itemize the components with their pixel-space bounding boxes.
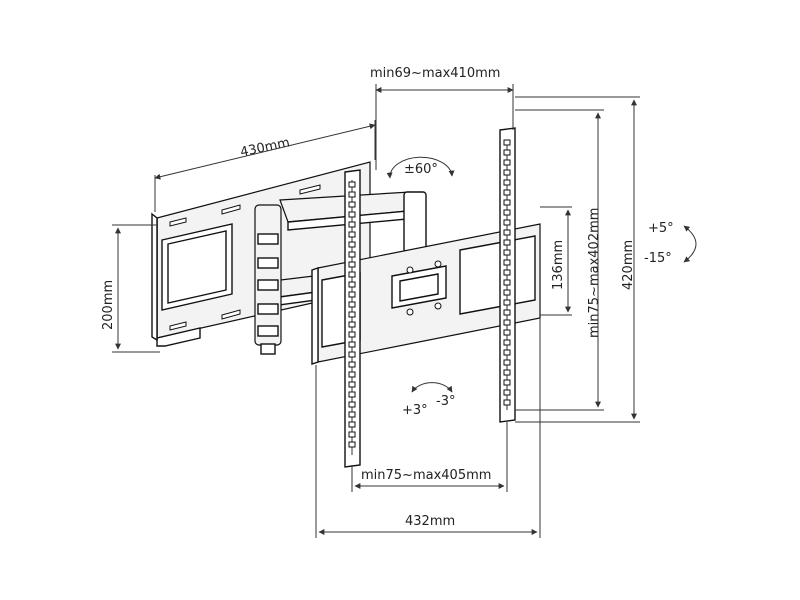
slot-height-label: 136mm bbox=[551, 240, 566, 290]
dimension-overall-height: 420mm bbox=[515, 96, 640, 423]
rail-hole bbox=[503, 399, 511, 406]
rail-hole bbox=[348, 301, 356, 308]
rotation-indicator: ±60° bbox=[386, 156, 455, 179]
rail-hole bbox=[348, 421, 356, 428]
top-span-label: min69~max410mm bbox=[370, 66, 500, 81]
dimension-wall-height: 200mm bbox=[101, 224, 160, 353]
vesa-vertical-label: min75~max402mm bbox=[587, 208, 602, 338]
rail-hole bbox=[503, 339, 511, 346]
rail-hole bbox=[503, 149, 511, 156]
rail-hole bbox=[503, 369, 511, 376]
dimension-top-span: min69~max410mm bbox=[370, 66, 514, 170]
rail-hole bbox=[503, 169, 511, 176]
rail-hole bbox=[503, 239, 511, 246]
wall-plate-height-label: 200mm bbox=[101, 280, 116, 330]
level-plus-label: +3° bbox=[402, 403, 428, 418]
level-arrow-icon bbox=[411, 382, 453, 393]
rail-hole bbox=[348, 271, 356, 278]
rail-hole bbox=[348, 251, 356, 258]
level-minus-label: -3° bbox=[436, 394, 455, 409]
rail-hole bbox=[503, 389, 511, 396]
rail-hole bbox=[348, 441, 356, 448]
rail-hole bbox=[503, 329, 511, 336]
rail-hole bbox=[348, 221, 356, 228]
rail-hole bbox=[503, 279, 511, 286]
tilt-arrow-icon bbox=[683, 225, 697, 263]
rail-hole bbox=[348, 191, 356, 198]
rail-hole bbox=[503, 159, 511, 166]
rail-hole bbox=[348, 261, 356, 268]
rail-hole bbox=[348, 181, 356, 188]
rail-hole bbox=[348, 241, 356, 248]
rail-hole bbox=[348, 381, 356, 388]
rail-hole bbox=[348, 361, 356, 368]
rotation-arrow-icon bbox=[386, 156, 455, 179]
rail-hole bbox=[503, 209, 511, 216]
level-indicator: +3° -3° bbox=[402, 382, 455, 418]
right-rail-holes bbox=[503, 139, 511, 406]
dimension-slot-height: 136mm bbox=[540, 206, 572, 316]
vesa-horizontal-label: min75~max405mm bbox=[361, 468, 491, 483]
wall-plate-width-label: 430mm bbox=[239, 135, 291, 160]
rail-hole bbox=[503, 249, 511, 256]
rail-hole bbox=[348, 231, 356, 238]
tv-bracket bbox=[311, 127, 541, 468]
rail-hole bbox=[503, 259, 511, 266]
rail-hole bbox=[503, 179, 511, 186]
rail-hole bbox=[348, 411, 356, 418]
rail-hole bbox=[348, 401, 356, 408]
rail-hole bbox=[348, 331, 356, 338]
rail-hole bbox=[348, 311, 356, 318]
rail-hole bbox=[348, 371, 356, 378]
rail-hole bbox=[503, 199, 511, 206]
rail-hole bbox=[503, 299, 511, 306]
rail-hole bbox=[348, 431, 356, 438]
rail-hole bbox=[503, 189, 511, 196]
dimension-overall-width: 432mm bbox=[315, 318, 541, 538]
rail-hole bbox=[348, 291, 356, 298]
left-rail-holes bbox=[348, 181, 356, 448]
rail-hole bbox=[503, 309, 511, 316]
rail-hole bbox=[348, 351, 356, 358]
rail-hole bbox=[503, 349, 511, 356]
rotation-label: ±60° bbox=[404, 162, 438, 177]
rail-hole bbox=[348, 391, 356, 398]
overall-height-label: 420mm bbox=[621, 240, 636, 290]
rail-hole bbox=[348, 211, 356, 218]
rail-hole bbox=[503, 319, 511, 326]
rail-hole bbox=[348, 201, 356, 208]
rail-hole bbox=[503, 139, 511, 146]
rail-hole bbox=[503, 289, 511, 296]
dimension-vesa-vertical: min75~max402mm bbox=[515, 109, 604, 411]
rail-hole bbox=[348, 341, 356, 348]
rail-hole bbox=[503, 229, 511, 236]
tilt-indicator: +5° -15° bbox=[644, 221, 697, 266]
rail-hole bbox=[503, 359, 511, 366]
rail-hole bbox=[503, 219, 511, 226]
rail-hole bbox=[503, 379, 511, 386]
dimension-vesa-horizontal: min75~max405mm bbox=[351, 422, 508, 492]
tilt-up-label: +5° bbox=[648, 221, 674, 236]
overall-width-label: 432mm bbox=[405, 514, 455, 529]
rail-hole bbox=[348, 321, 356, 328]
rail-hole bbox=[503, 269, 511, 276]
rail-hole bbox=[348, 281, 356, 288]
tilt-down-label: -15° bbox=[644, 251, 672, 266]
